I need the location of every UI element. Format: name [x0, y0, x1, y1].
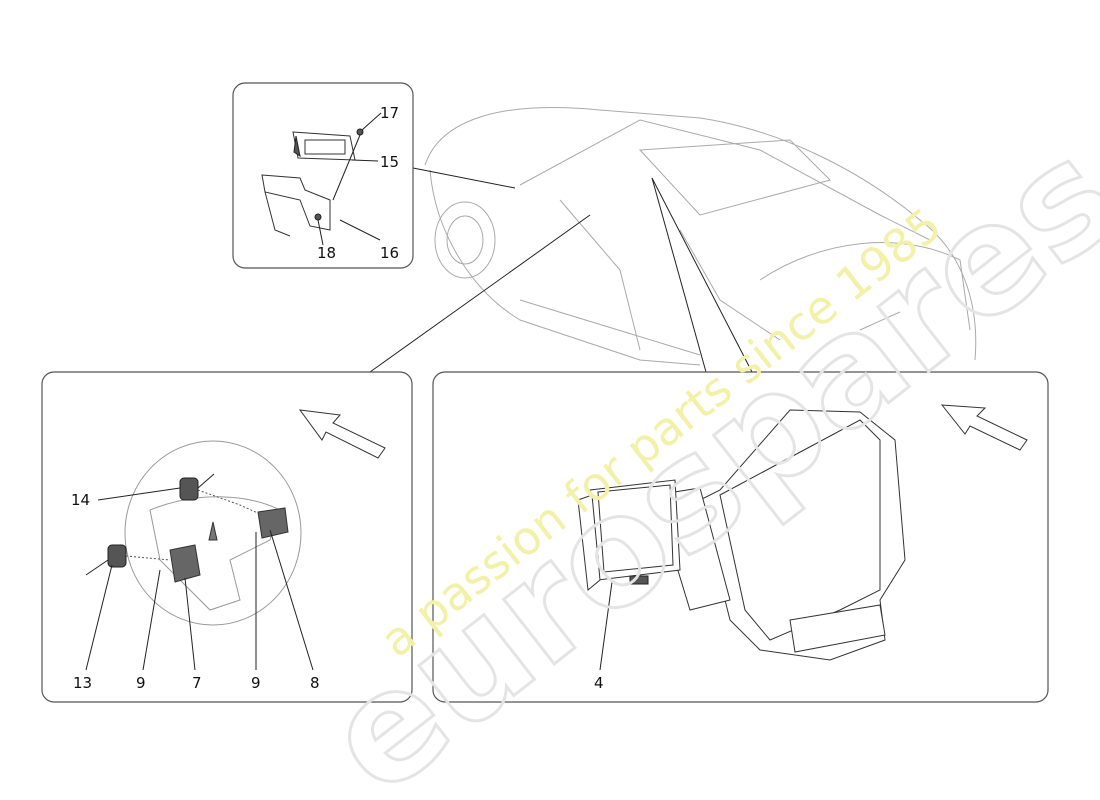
callout-16: 16	[380, 244, 399, 262]
callout-8: 8	[310, 674, 320, 692]
car-outline	[424, 107, 977, 366]
panel-control-unit: 17 15 18 16	[232, 82, 414, 269]
callout-15: 15	[380, 153, 399, 171]
panel-steering-wheel: 14 13 9 7 9 8	[41, 371, 413, 703]
control-unit-part	[261, 128, 364, 237]
direction-arrow-icon	[298, 409, 386, 459]
callout-9-left: 9	[136, 674, 146, 692]
maserati-logo-icon	[208, 521, 218, 541]
callout-4: 4	[594, 674, 604, 692]
dashboard-console	[654, 409, 906, 661]
callout-18: 18	[317, 244, 336, 262]
panel-infotainment: 4	[432, 371, 1049, 703]
direction-arrow-icon	[940, 404, 1028, 451]
callout-17: 17	[380, 104, 399, 122]
callout-13: 13	[73, 674, 92, 692]
display-unit	[577, 479, 681, 591]
panel-leaders	[369, 167, 753, 373]
callout-7: 7	[192, 674, 202, 692]
callout-9-right: 9	[251, 674, 261, 692]
callout-14: 14	[71, 491, 90, 509]
